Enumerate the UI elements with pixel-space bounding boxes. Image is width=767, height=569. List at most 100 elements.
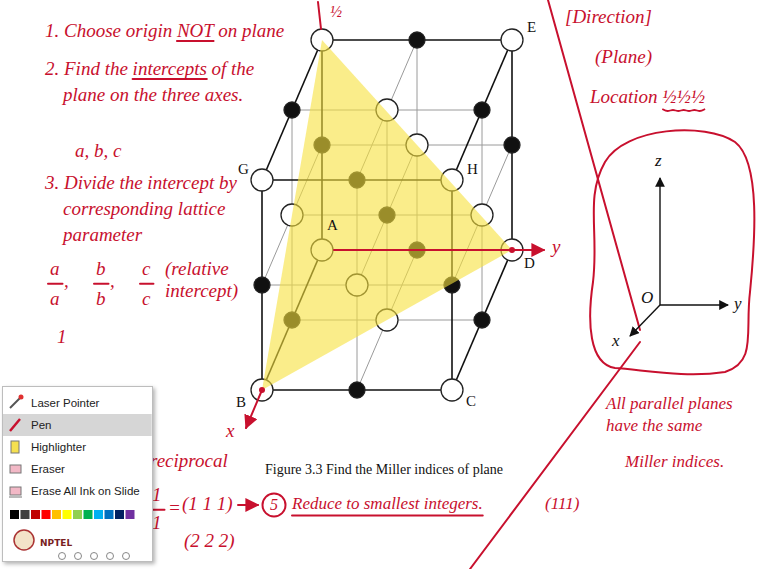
step-number: 5 xyxy=(270,497,278,513)
atom xyxy=(254,277,270,293)
note: All parallel planes have the same xyxy=(606,393,761,437)
menu-icon xyxy=(11,441,19,453)
menu-icon xyxy=(10,487,21,495)
plane-triangle xyxy=(262,40,512,390)
color-swatch xyxy=(94,510,103,519)
menu-item: Pen xyxy=(3,414,140,436)
vertex-label: G xyxy=(238,160,249,178)
figure-caption: Figure 3.3 Find the Miller indices of pl… xyxy=(265,462,503,479)
color-swatch xyxy=(42,510,51,519)
axis-label: x xyxy=(612,332,620,351)
axis-arrow xyxy=(660,304,728,305)
vertex-label: A xyxy=(327,216,338,234)
menu-icon xyxy=(10,419,20,431)
menu-graphics xyxy=(2,386,153,562)
selected-row xyxy=(3,414,152,436)
logo-text: NPTEL xyxy=(40,538,72,549)
atom xyxy=(251,169,273,191)
fraction-term: c xyxy=(142,288,150,311)
axis-arrow xyxy=(630,305,660,336)
toolbar-icon xyxy=(91,553,98,560)
color-swatch xyxy=(63,510,72,519)
color-swatch xyxy=(10,510,19,519)
fraction-term: a xyxy=(50,288,60,311)
color-swatch xyxy=(31,510,40,519)
axes-inset: z y x O xyxy=(585,122,763,377)
color-swatch xyxy=(84,510,93,519)
step-note: 3. Divide the intercept by corresponding… xyxy=(45,170,268,248)
note: reciprocal xyxy=(150,450,228,473)
note: [Direction] xyxy=(565,6,652,29)
axis-label: O xyxy=(641,289,653,308)
comma: , xyxy=(110,270,115,293)
atom xyxy=(441,379,463,401)
atom xyxy=(284,102,300,118)
atom xyxy=(504,137,520,153)
fraction-bar xyxy=(94,283,109,285)
miller-indices: (2 2 2) xyxy=(184,530,235,553)
intercept-dot xyxy=(259,387,265,393)
note: Location ½½½ xyxy=(590,86,705,109)
menu-item: Erase All Ink on Slide xyxy=(3,480,140,502)
fraction-term: b xyxy=(96,288,106,311)
note: Miller indices. xyxy=(625,452,724,472)
atom xyxy=(501,29,523,51)
intercept-symbols: a, b, c xyxy=(75,140,121,163)
intercept-dot xyxy=(509,247,515,253)
fraction-term: 1 xyxy=(57,326,67,349)
step-circle: 5 xyxy=(261,492,287,518)
fraction-term: a xyxy=(50,258,60,281)
underline xyxy=(292,514,483,516)
fraction-bar xyxy=(140,283,153,285)
atom xyxy=(474,102,490,118)
menu-item: Laser Pointer xyxy=(3,392,140,414)
atom xyxy=(349,382,365,398)
fraction-term: c xyxy=(142,258,150,281)
miller-indices: (111) xyxy=(545,494,579,514)
axis-arrow xyxy=(659,178,660,305)
menu-icon xyxy=(10,465,21,473)
fraction-term: 1 xyxy=(152,512,162,535)
color-swatch xyxy=(52,510,61,519)
fraction-note: ½ xyxy=(330,2,342,21)
vertex-label: E xyxy=(527,18,536,36)
vertex-label: H xyxy=(467,160,478,178)
color-swatch xyxy=(105,510,114,519)
miller-indices: (1 1 1) xyxy=(182,493,233,516)
menu-icon xyxy=(10,398,20,408)
fraction-term: b xyxy=(96,258,106,281)
x-axis-ink xyxy=(246,390,262,428)
logo-emblem xyxy=(14,530,34,550)
note: (Plane) xyxy=(595,46,652,69)
axis-label: x xyxy=(226,420,234,443)
axis-label: y xyxy=(734,295,742,314)
toolbar-icon xyxy=(107,553,114,560)
axis-label: y xyxy=(552,236,560,259)
menu-icon xyxy=(9,497,22,498)
menu-item: Highlighter xyxy=(3,436,140,458)
color-swatch xyxy=(115,510,124,519)
atom xyxy=(409,32,425,48)
step-note: Reduce to smallest integers. xyxy=(292,494,483,514)
z-axis-ink xyxy=(318,2,321,29)
menu-icon xyxy=(19,395,24,400)
lattice-line xyxy=(452,40,512,180)
vertex-label: D xyxy=(524,254,535,272)
ink-tool-menu: Laser PointerPenHighlighterEraserErase A… xyxy=(2,386,153,562)
toolbar-icon xyxy=(59,553,66,560)
note: (relative intercept) xyxy=(165,258,260,302)
plane-trace-ink xyxy=(470,342,640,569)
color-swatch xyxy=(21,510,30,519)
color-swatch xyxy=(126,510,135,519)
atom xyxy=(474,312,490,328)
step-note: 1. Choose origin NOT on plane xyxy=(45,20,284,43)
color-swatch xyxy=(73,510,82,519)
toolbar-icon xyxy=(75,553,82,560)
equals-sign: = xyxy=(168,497,181,520)
inset-outline xyxy=(585,122,763,377)
axis-label: z xyxy=(655,152,662,171)
fraction-bar xyxy=(48,283,63,285)
step-arrow xyxy=(238,504,258,506)
vertex-label: C xyxy=(466,392,476,410)
